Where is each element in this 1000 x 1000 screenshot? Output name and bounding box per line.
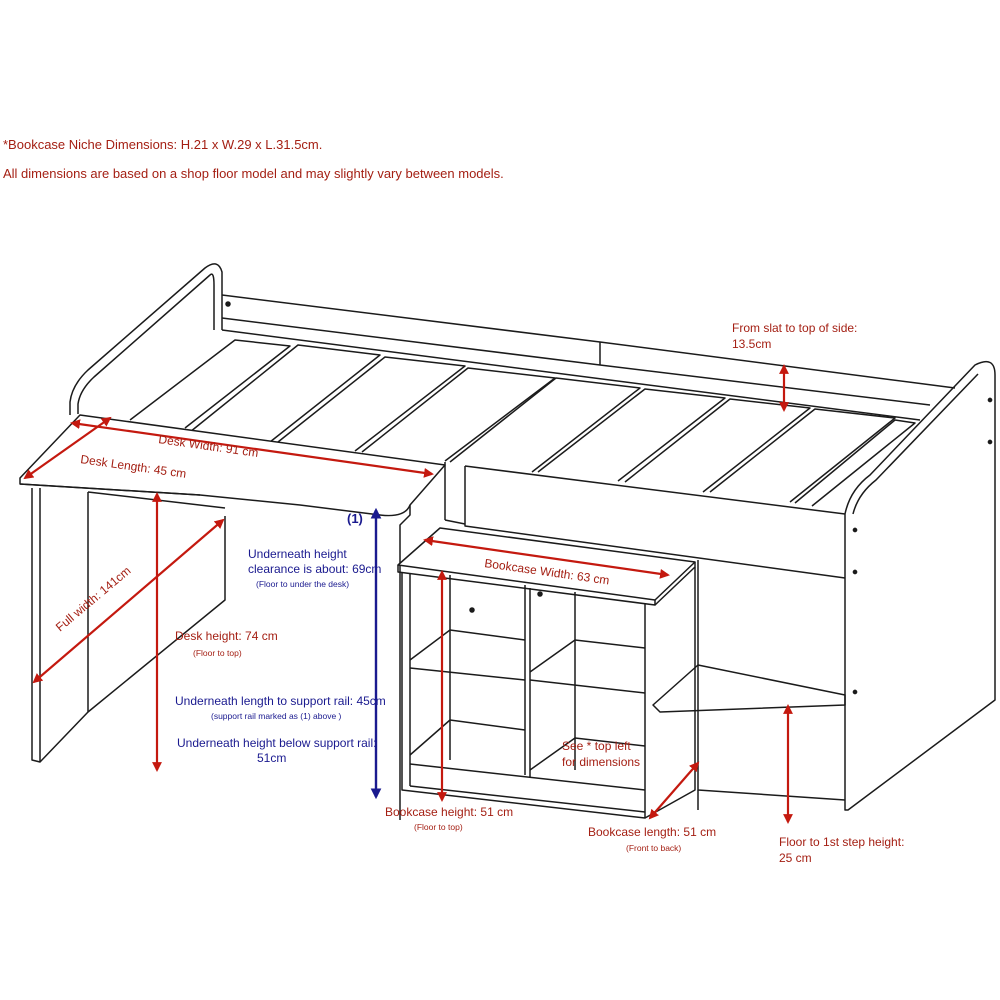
disclaimer-note: All dimensions are based on a shop floor… [3, 166, 504, 181]
rail-height-label-1: Underneath height below support rail: [177, 736, 376, 750]
left-headboard [69, 263, 223, 415]
bookcase-height-label: Bookcase height: 51 cm [385, 805, 513, 819]
clearance-labels: (1) Underneath height clearance is about… [175, 511, 386, 765]
step [652, 664, 846, 713]
dimension-labels: Desk Width: 91 cm Desk Length: 45 cm Ful… [53, 321, 904, 865]
bookcase-body [401, 572, 646, 819]
back-rail [221, 294, 956, 389]
rail-length-label: Underneath length to support rail: 45cm [175, 694, 386, 708]
see-note-label-2: for dimensions [562, 755, 640, 769]
clearance-label-2: clearance is about: 69cm [248, 562, 381, 576]
full-width-label: Full width: 141cm [53, 564, 134, 635]
desk-height-label: Desk height: 74 cm [175, 629, 278, 643]
bookcase-height-sub: (Floor to top) [414, 822, 463, 832]
right-footboard [844, 360, 996, 811]
desk-left-leg [31, 488, 41, 763]
full-width-arrow [32, 518, 225, 684]
step-height-label-1: Floor to 1st step height: [779, 835, 904, 849]
bookcase-length-sub: (Front to back) [626, 843, 681, 853]
desk-length-arrow [23, 416, 112, 480]
step-height-label-2: 25 cm [779, 851, 812, 865]
support-rail-marker: (1) [347, 511, 363, 526]
slats [129, 339, 916, 507]
desk-width-arrow [70, 419, 434, 478]
bookcase-length-label: Bookcase length: 51 cm [588, 825, 716, 839]
rail-length-sub: (support rail marked as (1) above ) [211, 711, 342, 721]
bed-frame [19, 263, 996, 820]
bookcase-length-arrow [648, 761, 700, 820]
rail-height-label-2: 51cm [257, 751, 286, 765]
slat-top-label-1: From slat to top of side: [732, 321, 857, 335]
niche-dimensions-note: *Bookcase Niche Dimensions: H.21 x W.29 … [3, 137, 323, 152]
clearance-label-1: Underneath height [248, 547, 347, 561]
clearance-sub: (Floor to under the desk) [256, 579, 349, 589]
slat-top-label-2: 13.5cm [732, 337, 771, 351]
desk-height-sub: (Floor to top) [193, 648, 242, 658]
bookcase-width-arrow [423, 536, 670, 579]
see-note-label-1: See * top left [562, 739, 631, 753]
dimension-arrows [23, 364, 793, 824]
